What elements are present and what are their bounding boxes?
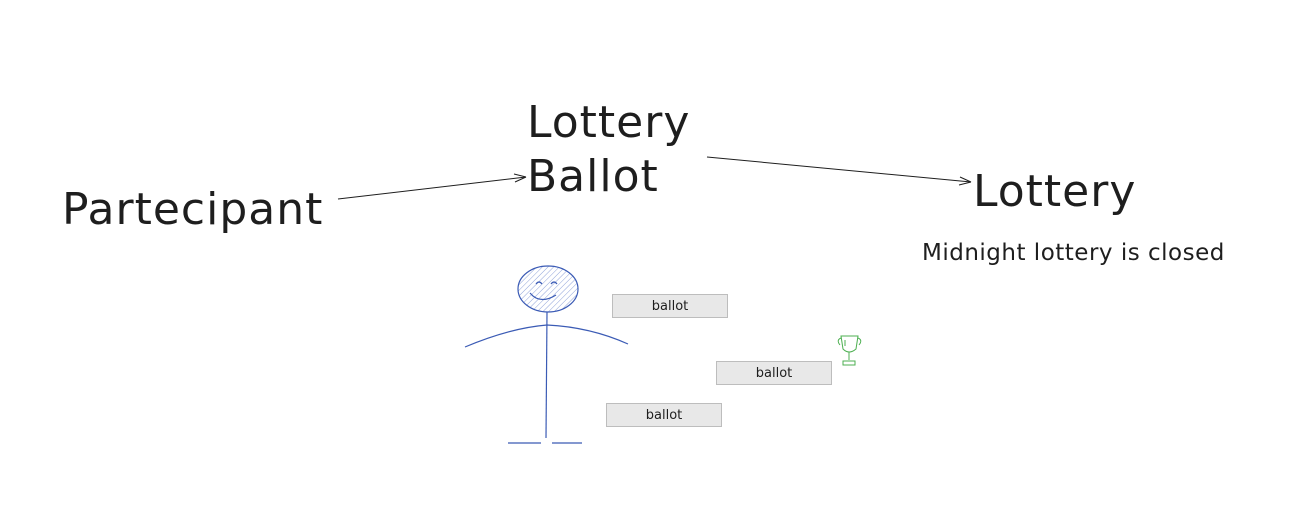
- arrow-participant-to-ballot: [337, 173, 527, 200]
- ballot-card: ballot: [716, 361, 832, 385]
- ballot-card: ballot: [606, 403, 722, 427]
- participant-label: Partecipant: [62, 184, 324, 235]
- ballot-card: ballot: [612, 294, 728, 318]
- trophy-icon: [837, 335, 862, 366]
- lottery-ballot-label: Lottery Ballot: [527, 97, 691, 202]
- lottery-status-text: Midnight lottery is closed: [922, 240, 1225, 266]
- arrow-ballot-to-lottery: [706, 156, 972, 186]
- stick-figure-icon: [464, 265, 629, 444]
- lottery-label: Lottery: [973, 166, 1137, 217]
